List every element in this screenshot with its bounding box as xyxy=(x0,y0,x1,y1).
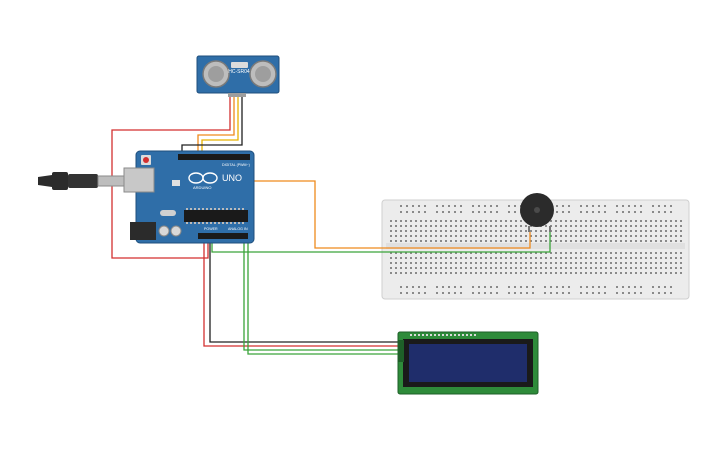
infinity-logo-icon xyxy=(188,172,218,184)
wires xyxy=(111,95,551,355)
usb-cable[interactable] xyxy=(38,172,125,190)
wire-gnd-sensor[interactable] xyxy=(181,95,243,155)
piezo-buzzer[interactable] xyxy=(520,193,554,232)
arduino-model: UNO xyxy=(222,173,242,183)
arduino-tag: DIGITAL (PWM~) xyxy=(222,163,250,167)
wire-buzzer-gnd[interactable] xyxy=(211,232,551,253)
usb-plug-icon xyxy=(38,175,52,187)
lcd-16x2[interactable] xyxy=(397,331,539,395)
ultrasonic-sensor[interactable]: HC-SR04 xyxy=(196,55,280,97)
wire-lcd-gnd[interactable] xyxy=(209,240,398,343)
wire-lcd-vcc[interactable] xyxy=(203,240,398,347)
arduino-brand: ARDUINO xyxy=(193,185,211,190)
wire-echo[interactable] xyxy=(201,95,239,155)
arduino-power-label: POWER xyxy=(204,227,218,231)
wire-lcd-sda[interactable] xyxy=(243,240,398,351)
wire-vcc[interactable] xyxy=(111,95,231,259)
arduino-uno[interactable]: UNO ARDUINO DIGITAL (PWM~) POWER ANALOG … xyxy=(123,150,255,244)
sensor-label: HC-SR04 xyxy=(228,69,250,75)
wire-buzzer-signal[interactable] xyxy=(180,180,531,249)
lcd-screen xyxy=(409,344,527,382)
wire-lcd-scl[interactable] xyxy=(247,240,398,355)
arduino-analog-label: ANALOG IN xyxy=(228,227,248,231)
wire-trig[interactable] xyxy=(197,95,235,155)
